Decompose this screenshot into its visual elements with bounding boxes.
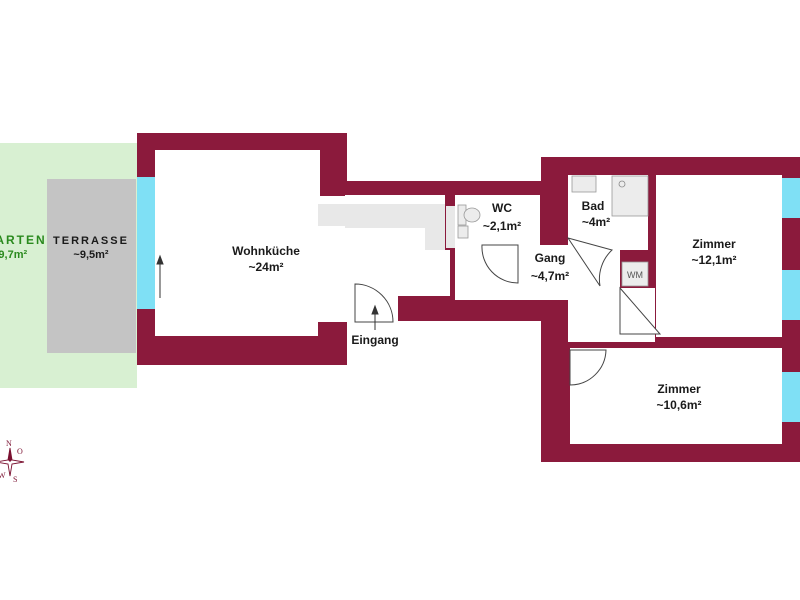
bath-sink [571, 175, 597, 193]
terrace-area-label: ~9,5m² [73, 249, 108, 261]
compass-north: N [6, 439, 12, 448]
zimmer1-name: Zimmer [692, 237, 736, 251]
bathtub [611, 175, 649, 217]
kitchen-counter [318, 204, 445, 250]
wc-sink [457, 225, 469, 239]
kitchen-unit [446, 206, 455, 248]
wc-area: ~2,1m² [483, 219, 521, 233]
wc-name: WC [492, 201, 512, 215]
compass-west: W [0, 471, 6, 480]
terrace-name: TERRASSE [53, 235, 129, 247]
bad-area: ~4m² [582, 215, 610, 229]
compass-icon: N O S W [0, 439, 25, 484]
zimmer2-area: ~10,6m² [656, 398, 701, 412]
zimmer2-name: Zimmer [657, 382, 701, 396]
zimmer1-area: ~12,1m² [691, 253, 736, 267]
wohnkueche-name: Wohnküche [232, 244, 300, 258]
shower-drain [618, 180, 626, 188]
garden-name: GARTEN [0, 233, 47, 247]
washer-label: WM [627, 270, 643, 280]
windows [137, 177, 800, 422]
compass-east: O [17, 447, 23, 456]
floors [155, 150, 782, 444]
entrance-label: Eingang [351, 333, 398, 347]
terrace-door-arrow [156, 254, 164, 298]
gang-name: Gang [535, 251, 566, 265]
terrace-area [47, 179, 136, 353]
doors [354, 237, 662, 386]
toilet [457, 204, 481, 226]
gang-area: ~4,7m² [531, 269, 569, 283]
wohnkueche-area: ~24m² [248, 260, 283, 274]
bad-name: Bad [582, 199, 605, 213]
compass-south: S [13, 475, 17, 484]
garden-area-label: ~9,7m² [0, 249, 27, 261]
washing-machine [621, 261, 649, 287]
entrance-arrow [371, 304, 379, 330]
